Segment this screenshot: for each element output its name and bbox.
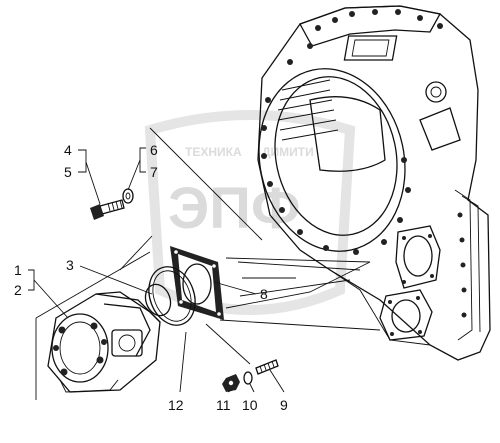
gasket-icon (170, 246, 224, 320)
hydraulic-pump-icon (47, 291, 161, 393)
callout-6: 6 (150, 142, 158, 158)
callout-2: 2 (14, 282, 22, 298)
transmission-housing-icon (257, 5, 491, 361)
assembly-outline (35, 127, 263, 400)
callout-12: 12 (168, 397, 184, 413)
callout-3: 3 (66, 257, 74, 273)
callout-1: 1 (14, 262, 22, 278)
watermark-brand-text-2: ДИМИТИ (262, 145, 314, 159)
bolt-icon (90, 199, 125, 220)
callout-10: 10 (242, 397, 258, 413)
assembly-arrows (219, 257, 381, 331)
washer-icon (122, 188, 134, 204)
watermark-brand-text: ТЕХНИКА (185, 145, 242, 159)
o-ring-icon (144, 266, 196, 326)
callout-8: 8 (260, 286, 268, 302)
washer-icon-small (243, 371, 253, 385)
leader-lines (28, 147, 285, 393)
callout-5: 5 (64, 164, 72, 180)
nut-icon (222, 374, 240, 392)
callout-11: 11 (216, 397, 231, 413)
callout-7: 7 (150, 164, 158, 180)
callout-9: 9 (280, 397, 288, 413)
callout-4: 4 (64, 142, 72, 158)
stud-icon (255, 359, 279, 375)
callouts: 1 2 3 4 5 6 7 8 9 10 11 12 (14, 142, 288, 413)
watermark-logo-letters: ЭПФ (168, 176, 300, 241)
